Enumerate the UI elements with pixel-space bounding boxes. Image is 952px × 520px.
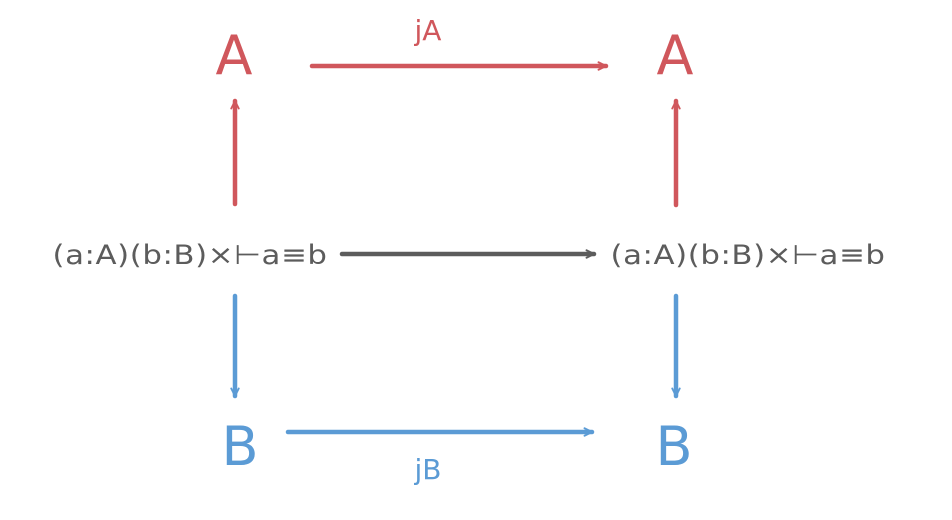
node-bottom-left: B	[221, 415, 258, 478]
edge-bottom-label: jB	[414, 453, 442, 486]
edge-top-label: jA	[414, 14, 442, 47]
node-bottom-right: B	[655, 415, 692, 478]
node-middle-right: (a:A)(b:B)×⊢a≡b	[611, 240, 886, 271]
edge-top: jA	[309, 14, 609, 71]
node-middle-left: (a:A)(b:B)×⊢a≡b	[53, 240, 328, 271]
edge-bottom: jB	[285, 427, 595, 486]
node-top-left: A	[216, 24, 253, 87]
node-top-right: A	[657, 24, 694, 87]
